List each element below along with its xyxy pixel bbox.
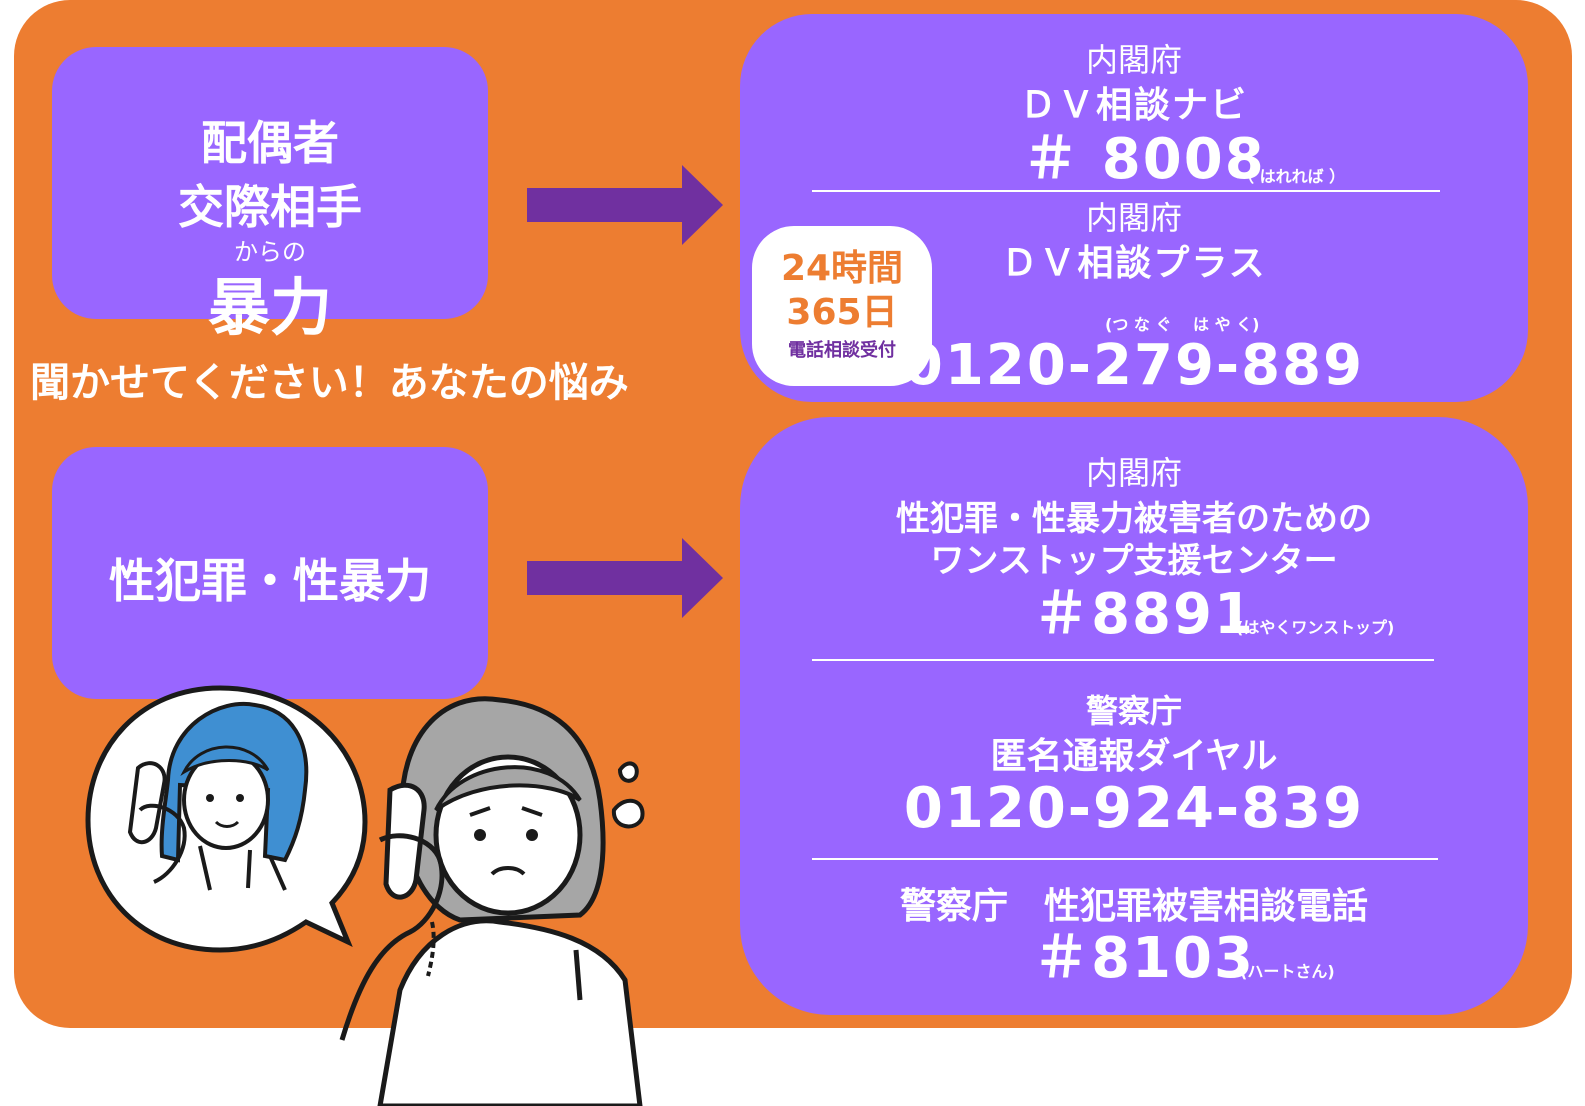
badge-phone-consultation: 電話相談受付: [788, 340, 896, 361]
category-sexual-violence: 性犯罪・性暴力: [109, 554, 431, 608]
onestop-service-line1: 性犯罪・性暴力被害者のための: [896, 499, 1372, 539]
dv-navi-ministry: 内閣府: [1085, 41, 1182, 79]
divider: [812, 190, 1440, 192]
worried-woman-on-phone-icon: [339, 696, 645, 1106]
right-arrow-icon: [527, 165, 723, 245]
police-number: ＃8103: [1033, 926, 1255, 991]
divider: [812, 659, 1434, 661]
right-arrow-icon: [527, 538, 723, 618]
onestop-reading: (はやくワンストップ): [1236, 618, 1395, 637]
police-title: 警察庁 性犯罪被害相談電話: [740, 887, 1528, 927]
dv-navi-number: ＃ 8008: [1022, 127, 1266, 192]
illustration: [85, 685, 645, 1106]
category-line-from: からの: [234, 238, 306, 266]
dv-plus-reading: (つ な ぐ は や く): [1105, 315, 1260, 334]
police-reading: (ハートさん): [1240, 962, 1335, 981]
dv-navi-service: ＤＶ相談ナビ: [1019, 85, 1248, 126]
counselor-speech-bubble-icon: [85, 685, 368, 953]
dv-consultation-box: 内閣府 ＤＶ相談ナビ ＃ 8008 （ はれれば ） 内閣府 ＤＶ相談プラス (…: [740, 14, 1528, 402]
anonymous-service: 匿名通報ダイヤル: [990, 736, 1278, 777]
dv-plus-number: 0120-279-889: [903, 333, 1365, 398]
onestop-service-line2: ワンストップ支援センター: [930, 541, 1338, 581]
dv-navi-reading: （ はれれば ）: [1238, 167, 1346, 186]
dv-category-box: 配偶者 交際相手 からの 暴力: [52, 47, 488, 343]
category-line-violence: 暴力: [207, 271, 332, 344]
sexual-violence-consultation-box: 内閣府 性犯罪・性暴力被害者のための ワンストップ支援センター ＃8891 (は…: [740, 417, 1528, 1015]
tagline: 聞かせてください！あなたの悩み: [30, 360, 629, 406]
anonymous-number: 0120-924-839: [903, 776, 1365, 841]
category-line-spouse: 配偶者: [201, 116, 339, 170]
police-service: 性犯罪被害相談電話: [1044, 886, 1369, 927]
onestop-ministry: 内閣府: [1085, 454, 1182, 492]
divider: [812, 858, 1438, 860]
badge-24-hours: 24時間: [780, 248, 904, 289]
dv-plus-service: ＤＶ相談プラス: [1001, 243, 1267, 284]
anonymous-agency: 警察庁: [1085, 692, 1182, 730]
onestop-number: ＃8891: [1033, 582, 1255, 647]
sexual-violence-category-box: 性犯罪・性暴力: [52, 447, 488, 699]
category-line-partner: 交際相手: [178, 180, 362, 234]
24-hour-badge: 24時間 365日 電話相談受付: [752, 226, 932, 386]
badge-365-days: 365日: [786, 292, 898, 333]
police-agency: 警察庁: [899, 886, 1008, 927]
dv-plus-ministry: 内閣府: [1085, 199, 1182, 237]
